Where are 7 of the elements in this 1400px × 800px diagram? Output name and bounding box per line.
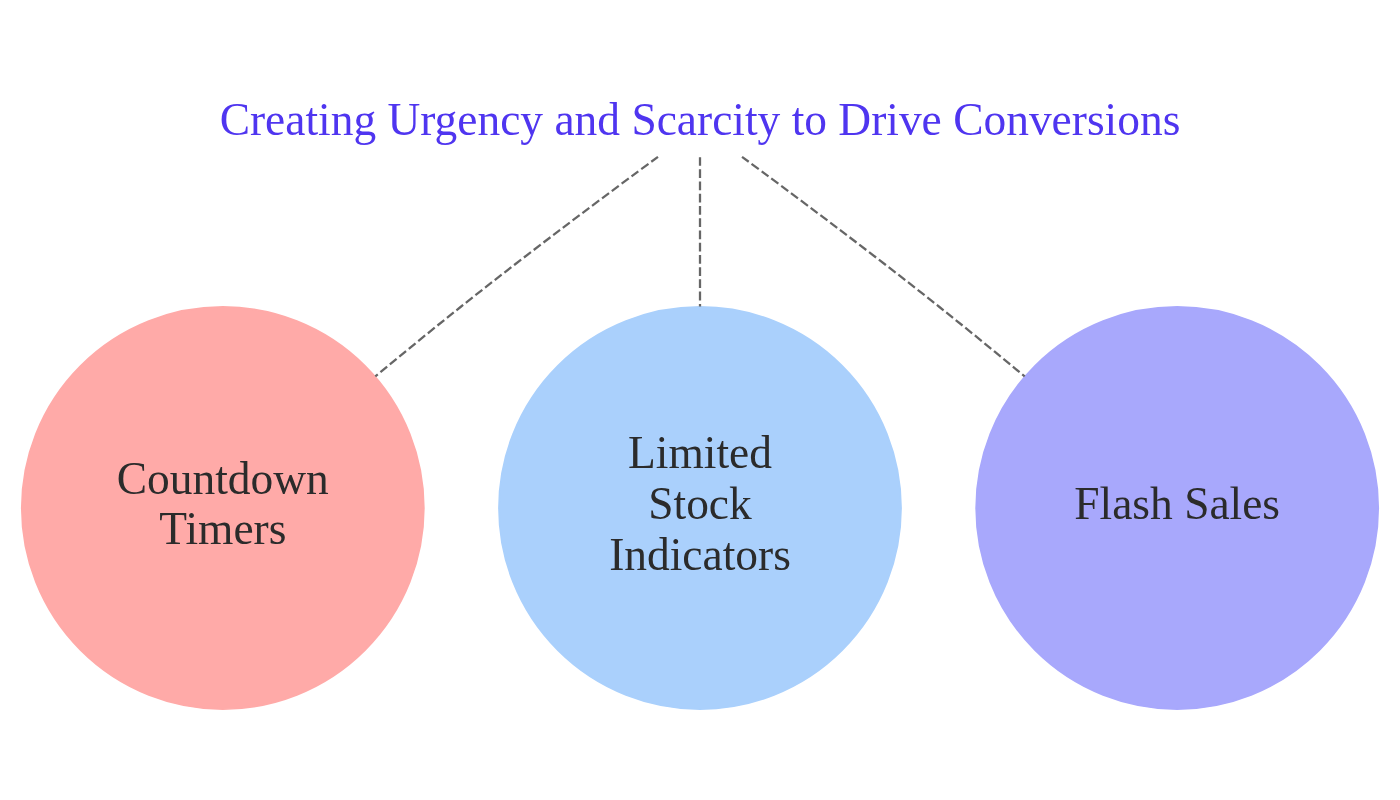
node-circle: Flash Sales	[975, 305, 1380, 710]
connector	[374, 155, 659, 377]
node-circle: Limited Stock Indicators	[498, 305, 902, 710]
node-text: Creating Urgency and Scarcity to Drive Conversions	[219, 94, 1181, 145]
connector	[698, 156, 702, 307]
node-circle: Countdown Timers	[20, 305, 425, 710]
connector	[741, 155, 1026, 377]
